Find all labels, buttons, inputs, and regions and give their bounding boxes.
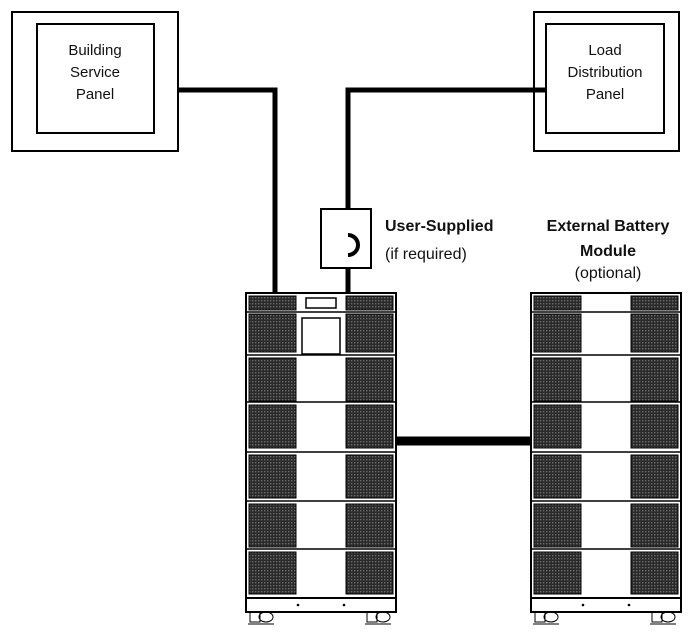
- wiring: [178, 87, 546, 446]
- caster-wheel: [660, 611, 676, 623]
- building-panel-label-line2: Service: [70, 64, 120, 81]
- external-battery-cabinet: [530, 292, 682, 625]
- vent-grille: [248, 551, 297, 595]
- vent-grille: [345, 551, 394, 595]
- vent-grille: [533, 357, 582, 402]
- input-wire: [178, 87, 278, 294]
- building-service-panel: Building Service Panel: [11, 11, 179, 152]
- caster: [650, 611, 676, 625]
- caster-wheel: [258, 611, 274, 623]
- vent-grille: [533, 404, 582, 449]
- vent-grille: [345, 295, 394, 311]
- user-supplied-note: (if required): [385, 246, 467, 263]
- external-battery-label: External Battery Module (optional): [547, 218, 670, 282]
- vent-grille: [533, 313, 582, 353]
- vent-grille: [630, 313, 679, 353]
- control-panel: [301, 317, 341, 355]
- vent-grille: [345, 503, 394, 548]
- load-panel-label-line2: Distribution: [567, 64, 642, 81]
- caster-wheel: [375, 611, 391, 623]
- base-bolt: [342, 603, 346, 607]
- external-battery-title-line1: External Battery: [547, 218, 670, 235]
- vent-grille: [533, 551, 582, 595]
- vent-grille: [345, 357, 394, 402]
- vent-grille: [248, 454, 297, 499]
- base-bolt: [581, 603, 585, 607]
- vent-grille: [248, 404, 297, 449]
- user-supplied-breaker: User-Supplied (if required): [320, 208, 493, 269]
- external-battery-note: (optional): [575, 265, 642, 282]
- vent-grille: [533, 295, 582, 311]
- caster-bracket: [651, 611, 663, 623]
- vent-grille: [248, 357, 297, 402]
- vent-grille: [345, 454, 394, 499]
- status-display: [305, 297, 337, 309]
- user-supplied-title: User-Supplied: [385, 218, 493, 235]
- output-wire-upper: [345, 87, 546, 235]
- vent-grille: [630, 551, 679, 595]
- vent-grille: [533, 454, 582, 499]
- vent-grille: [630, 404, 679, 449]
- load-panel-label-line3: Panel: [586, 86, 624, 103]
- vent-grille: [630, 503, 679, 548]
- vent-grille: [345, 313, 394, 353]
- vent-grille: [248, 295, 297, 311]
- vent-grille: [345, 404, 394, 449]
- caster: [533, 611, 559, 625]
- vent-grille: [533, 503, 582, 548]
- base-bolt: [296, 603, 300, 607]
- caster: [365, 611, 391, 625]
- caster: [248, 611, 274, 625]
- building-panel-label-line3: Panel: [76, 86, 114, 103]
- caster-bracket: [366, 611, 378, 623]
- caster-wheel: [543, 611, 559, 623]
- load-distribution-panel: Load Distribution Panel: [533, 11, 680, 152]
- vent-grille: [248, 313, 297, 353]
- caster-bracket: [249, 611, 261, 623]
- ups-cabinet: [245, 292, 397, 625]
- base-bolt: [627, 603, 631, 607]
- building-panel-label-line1: Building: [68, 42, 121, 59]
- load-panel-label-line1: Load: [588, 42, 621, 59]
- vent-grille: [630, 454, 679, 499]
- vent-grille: [248, 503, 297, 548]
- external-battery-title-line2: Module: [580, 243, 636, 260]
- vent-grille: [630, 295, 679, 311]
- caster-bracket: [534, 611, 546, 623]
- vent-grille: [630, 357, 679, 402]
